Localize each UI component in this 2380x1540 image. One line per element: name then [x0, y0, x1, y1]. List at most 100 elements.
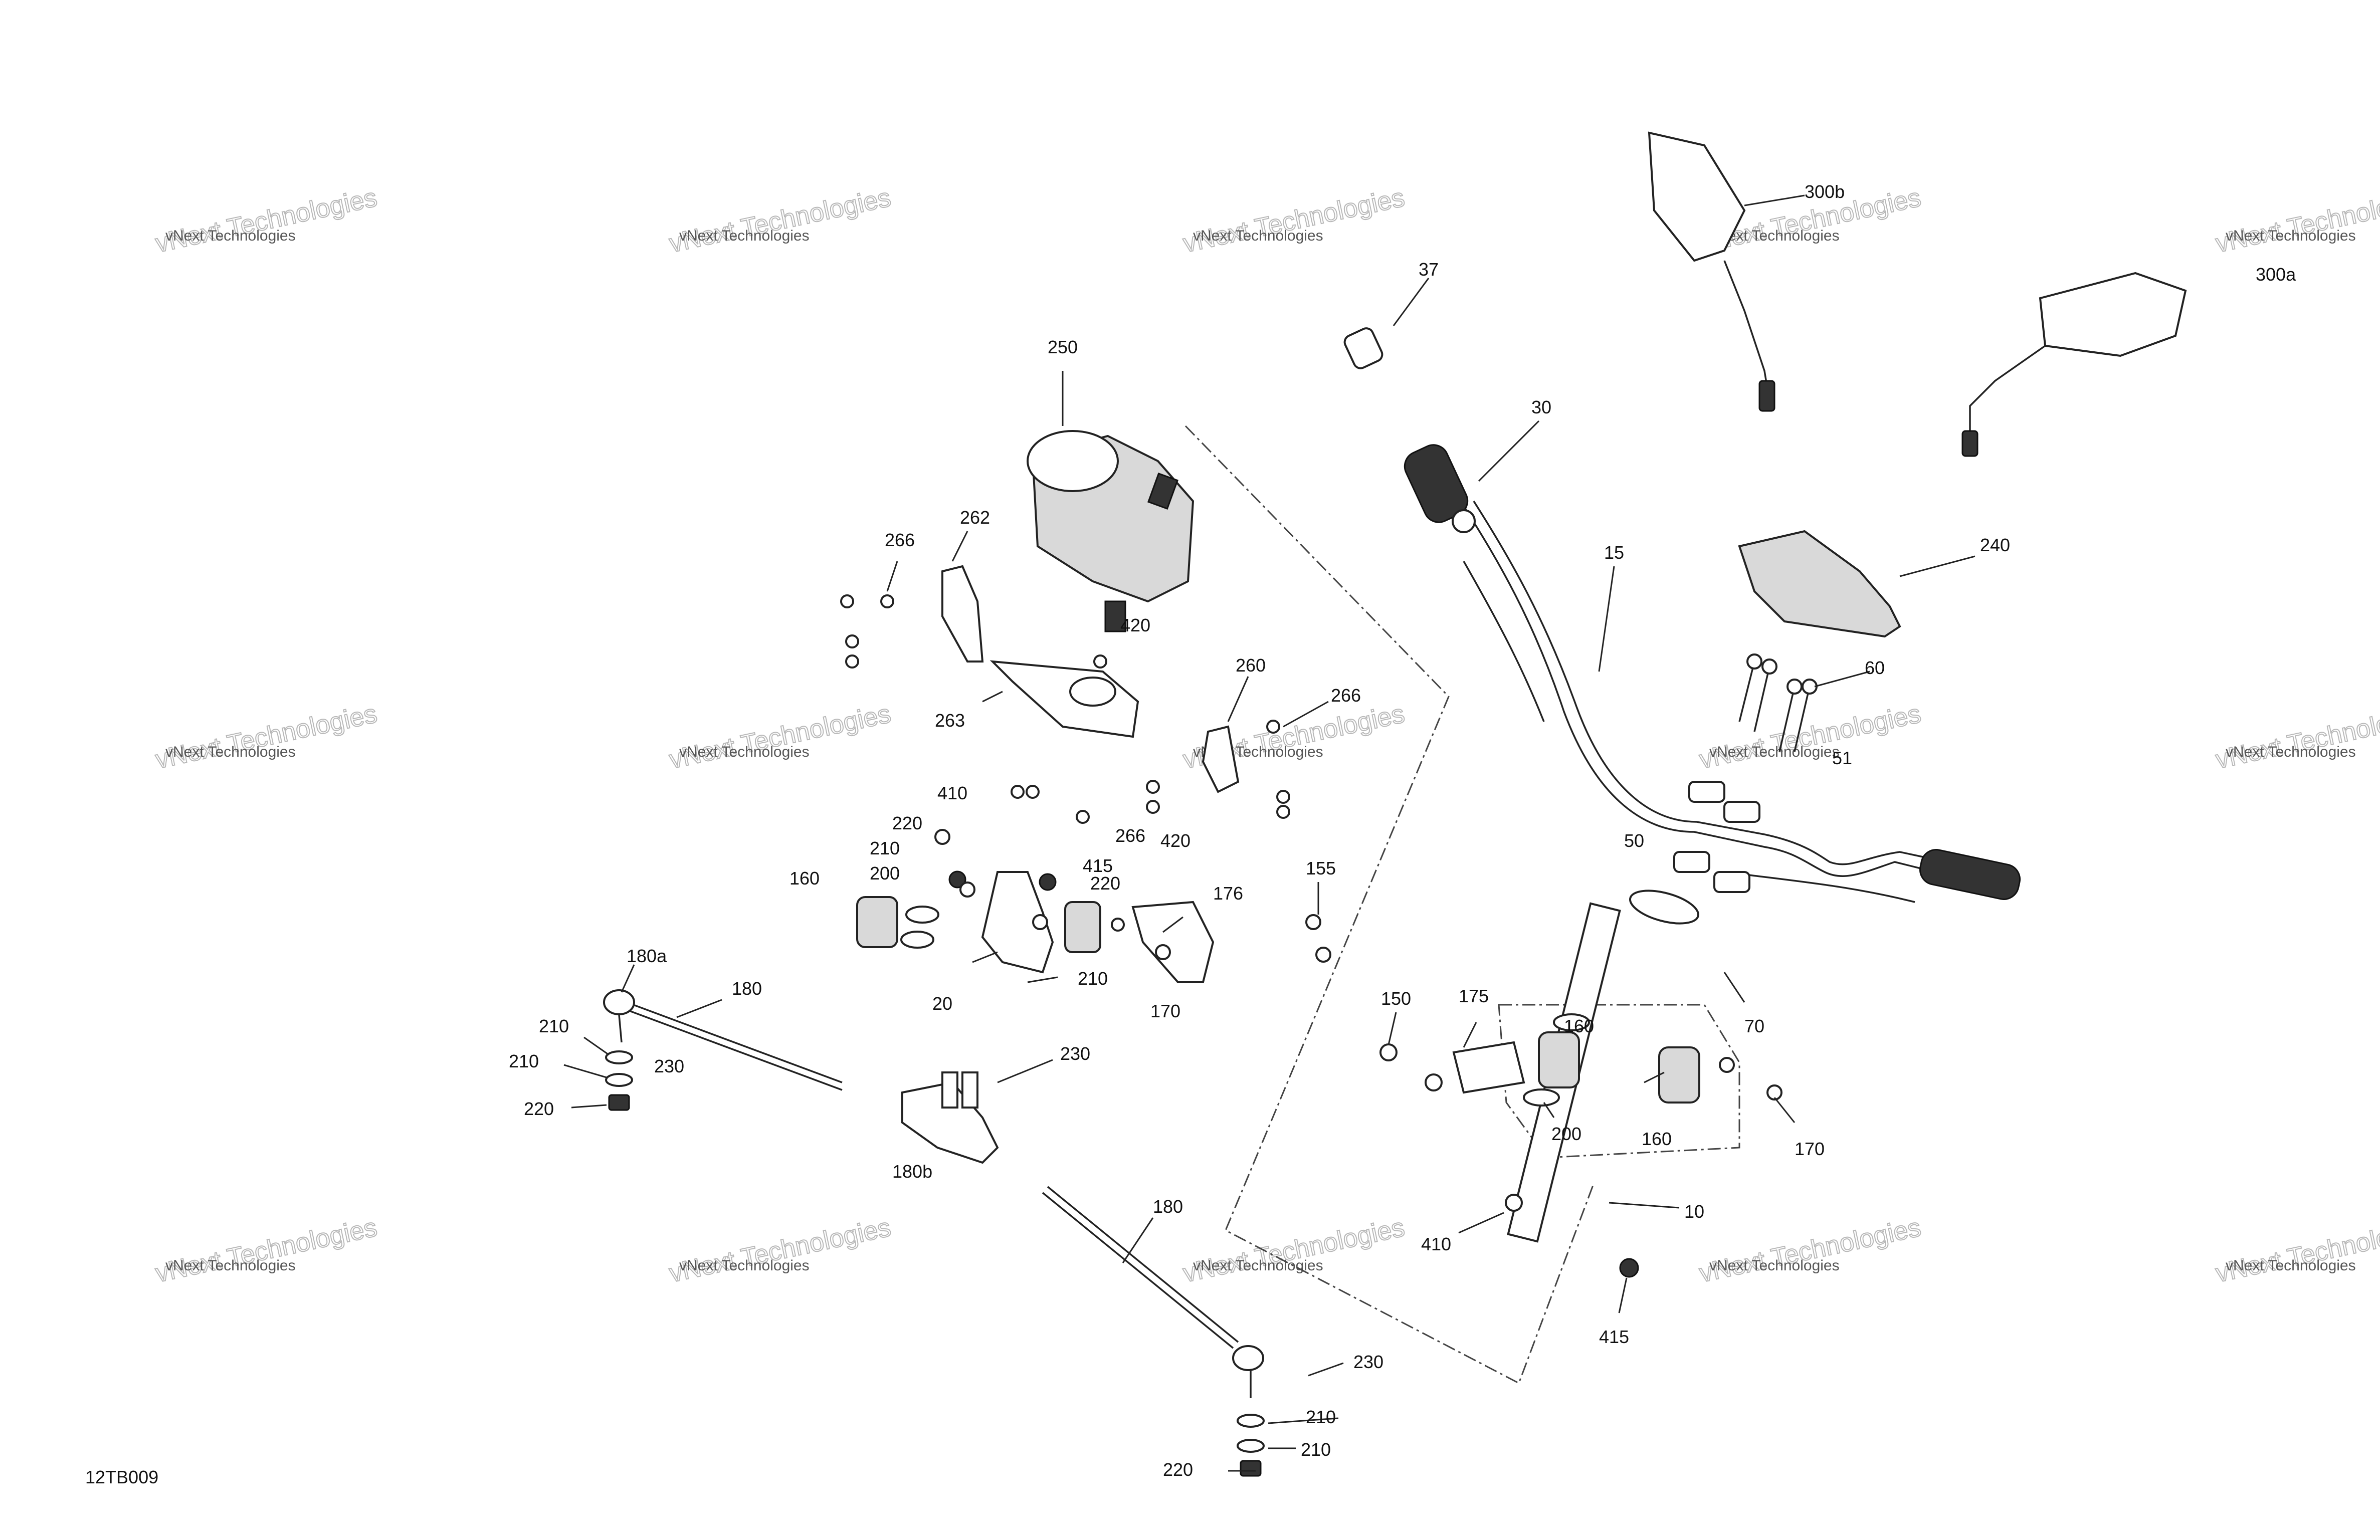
callout-180b: 180b: [892, 1161, 932, 1182]
column-flange: [1629, 890, 1700, 925]
watermark-text: vNext Technologies: [1193, 228, 1323, 244]
tie-rod-assembly: [603, 989, 1265, 1477]
mirror-left: [1648, 131, 1746, 262]
clamp-upper-a: [1688, 781, 1725, 803]
watermark-text: vNext Technologies: [165, 744, 296, 760]
callout-70: 70: [1744, 1016, 1764, 1036]
callout-210-b: 210: [1078, 968, 1108, 989]
callout-210-f: 210: [1301, 1439, 1331, 1460]
callout-170-b: 170: [1795, 1139, 1825, 1159]
watermark-text: vNext Technologies: [679, 1257, 810, 1274]
clamp-lower-a: [1673, 851, 1710, 873]
callout-240: 240: [1980, 535, 2010, 555]
watermark-outline-text: vNext Technologies: [153, 699, 379, 774]
callout-labels: 37 30 15 240 300b 300a 60 51 50 70 250 2…: [509, 181, 2296, 1480]
bracket-262: [941, 565, 984, 663]
callout-155: 155: [1306, 858, 1336, 878]
callout-50: 50: [1624, 830, 1644, 851]
drawing-reference: 12TB009: [85, 1467, 158, 1487]
mirror-right: [2039, 272, 2187, 357]
clamp-upper-b: [1723, 801, 1760, 823]
watermark-text: vNext Technologies: [2226, 228, 2356, 244]
callout-37: 37: [1419, 259, 1439, 280]
watermark-outline-text: vNext Technologies: [1697, 1213, 1923, 1288]
callout-176: 176: [1213, 883, 1243, 904]
right-grip: [1919, 849, 2021, 900]
bracket-176: [1131, 901, 1215, 983]
ball-joint-lower: [1232, 1345, 1264, 1371]
watermark-text: vNext Technologies: [1193, 1257, 1323, 1274]
callout-170-a: 170: [1150, 1001, 1180, 1021]
callout-230-c: 230: [1353, 1352, 1383, 1372]
watermark-text: vNext Technologies: [2226, 1257, 2356, 1274]
callout-180a: 180a: [627, 946, 667, 966]
callout-210-e: 210: [1306, 1407, 1336, 1427]
callout-230-b: 230: [1060, 1043, 1090, 1064]
callout-180-top: 180: [732, 978, 762, 999]
assembly-boundary-clamp: [1498, 1004, 1740, 1159]
callout-300a: 300a: [2256, 264, 2296, 285]
watermark-text: vNext Technologies: [679, 744, 810, 760]
bracket-260: [1202, 725, 1240, 793]
handlebar-assembly: [1343, 131, 2187, 1278]
watermark-outline-text: vNext Technologies: [2213, 1213, 2380, 1288]
watermark-text: vNext Technologies: [1709, 744, 1840, 760]
watermark-text: vNext Technologies: [679, 228, 810, 244]
callout-266-b: 266: [1331, 685, 1361, 706]
callout-210-a: 210: [870, 838, 900, 858]
callout-160-a: 160: [789, 868, 820, 889]
callout-250: 250: [1048, 337, 1078, 357]
callout-200-a: 200: [870, 863, 900, 884]
callout-415-a: 415: [1083, 855, 1113, 876]
callout-266-c: 266: [1115, 825, 1145, 846]
callout-220-a: 220: [892, 813, 922, 833]
callout-30: 30: [1531, 397, 1551, 417]
callout-220-c: 220: [524, 1098, 554, 1119]
callout-410-b: 410: [1421, 1234, 1451, 1254]
watermark-outline-text: vNext Technologies: [1697, 699, 1923, 774]
watermark-outline-text: vNext Technologies: [153, 183, 379, 258]
watermark-outline-text: vNext Technologies: [153, 1213, 379, 1288]
steering-gear-assembly: [840, 430, 1331, 983]
callout-15: 15: [1604, 542, 1624, 563]
watermark-outline-text: vNext Technologies: [2213, 183, 2380, 258]
callout-180-bottom: 180: [1153, 1196, 1183, 1217]
steering-housing: [981, 871, 1054, 974]
callout-220-b: 220: [1090, 873, 1120, 894]
callout-415-b: 415: [1599, 1327, 1629, 1347]
callout-420-a: 420: [1120, 615, 1150, 635]
clamp-160-left-lower: [856, 896, 898, 948]
callout-410-a: 410: [937, 783, 967, 803]
callout-10: 10: [1684, 1201, 1704, 1222]
handlebar-bolts: [1738, 653, 1818, 752]
callout-210-d: 210: [509, 1051, 539, 1071]
callout-60: 60: [1865, 657, 1885, 678]
clamp-lower-b: [1713, 871, 1750, 893]
callout-262: 262: [960, 507, 990, 528]
callout-175: 175: [1459, 986, 1489, 1006]
ball-joint-180a: [603, 989, 635, 1015]
watermark-outline-text: vNext Technologies: [667, 699, 893, 774]
watermark-text: vNext Technologies: [165, 228, 296, 244]
bracket-263: [989, 660, 1139, 738]
watermark-text: vNext Technologies: [2226, 744, 2356, 760]
leader-lines: [563, 194, 1975, 1472]
watermark-outline-text: vNext Technologies: [667, 183, 893, 258]
watermark-outline-text: vNext Technologies: [1180, 1213, 1407, 1288]
clamp-160-right: [1658, 1046, 1700, 1104]
callout-200-b: 200: [1551, 1124, 1581, 1144]
callout-210-c: 210: [539, 1016, 569, 1036]
ring-200-a: [1553, 1013, 1590, 1031]
